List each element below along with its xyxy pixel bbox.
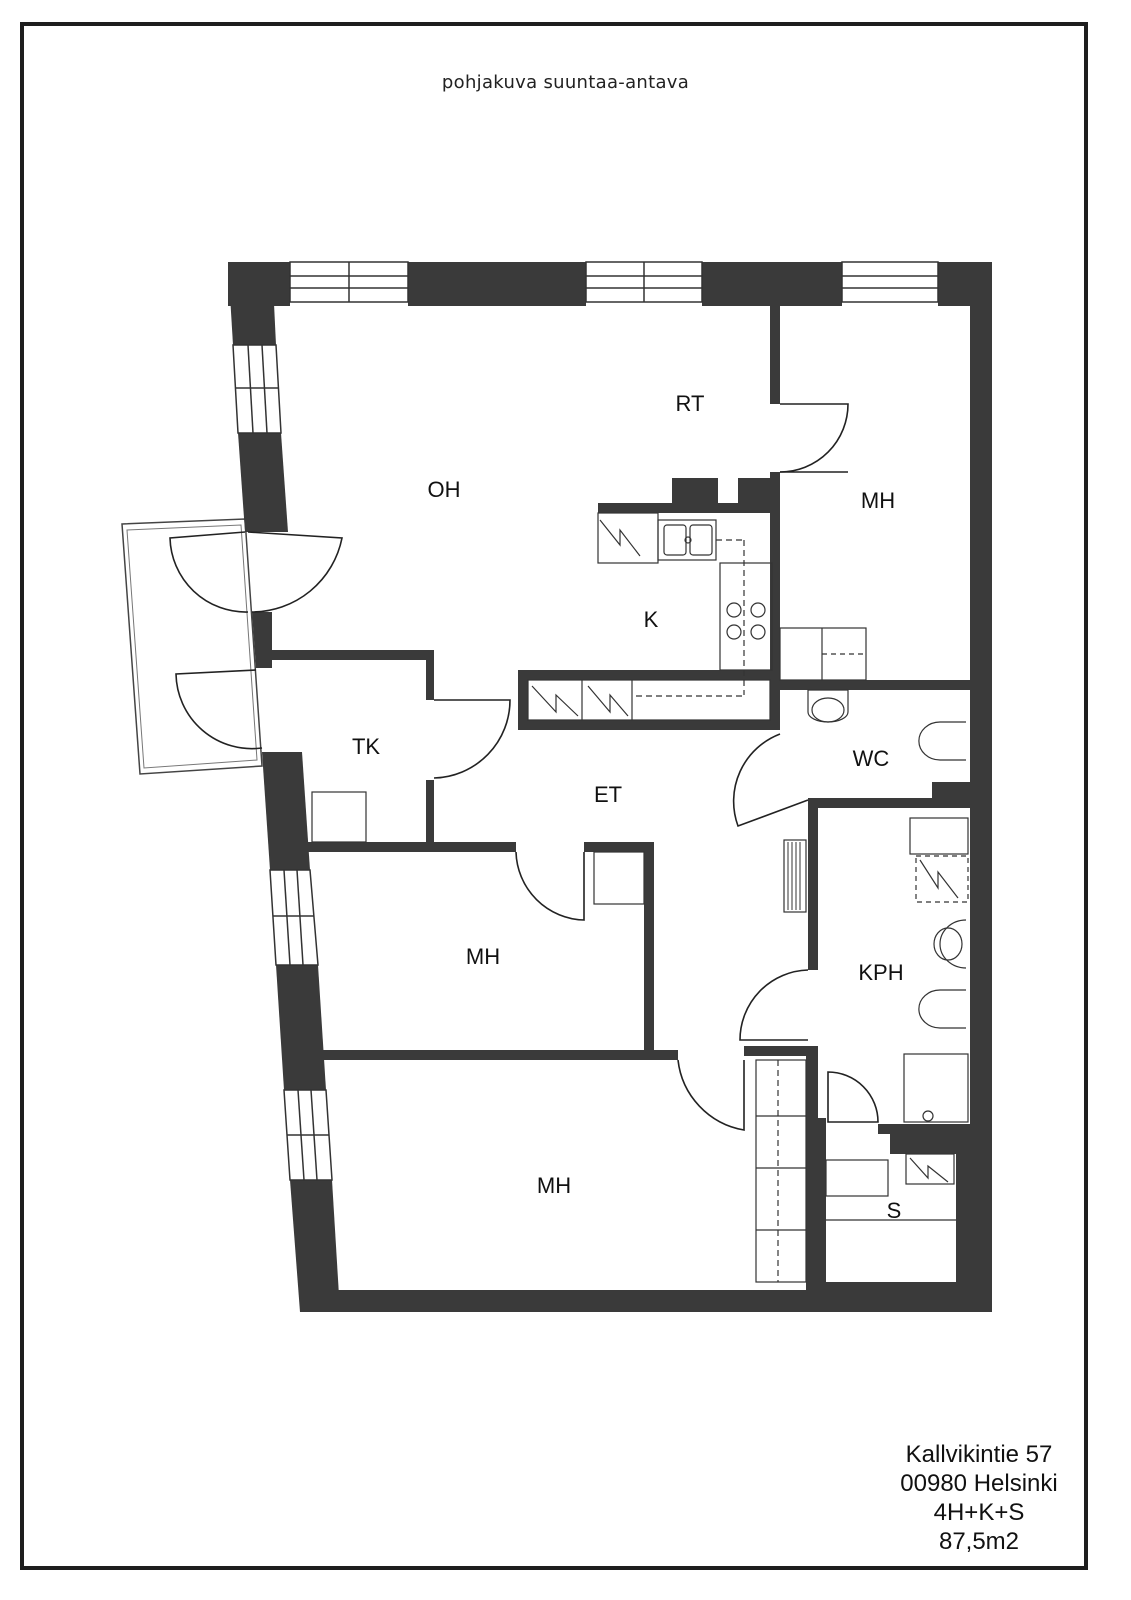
room-label-wc: WC xyxy=(853,746,890,771)
interior-walls xyxy=(262,300,972,1292)
page-frame xyxy=(20,22,1088,1570)
windows xyxy=(232,261,939,1181)
room-labels: OH RT MH K TK ET WC MH KPH MH S xyxy=(352,391,904,1223)
fixtures xyxy=(311,512,969,1283)
room-label-et: ET xyxy=(594,782,622,807)
room-label-s: S xyxy=(887,1198,902,1223)
apartment-area: 87,5m2 xyxy=(938,1528,1020,1555)
room-label-rt: RT xyxy=(676,391,705,416)
balcony-outline xyxy=(121,518,263,775)
property-info: Kallvikintie 57 00980 Helsinki 4H+K+S 87… xyxy=(879,1440,1079,1556)
room-label-tk: TK xyxy=(352,734,380,759)
outer-walls xyxy=(228,262,992,1312)
room-label-mh-3: MH xyxy=(537,1173,571,1198)
apartment-type: 4H+K+S xyxy=(933,1499,1025,1526)
room-label-mh-1: MH xyxy=(861,488,895,513)
room-label-mh-2: MH xyxy=(466,944,500,969)
address-line: Kallvikintie 57 xyxy=(905,1441,1053,1468)
room-label-kph: KPH xyxy=(858,960,903,985)
doors xyxy=(169,403,879,1131)
plan-subtitle: pohjakuva suuntaa-antava xyxy=(441,72,690,93)
balcony-inner xyxy=(126,524,258,769)
room-label-oh: OH xyxy=(428,477,461,502)
room-label-k: K xyxy=(644,607,659,632)
city-line: 00980 Helsinki xyxy=(900,1470,1058,1497)
